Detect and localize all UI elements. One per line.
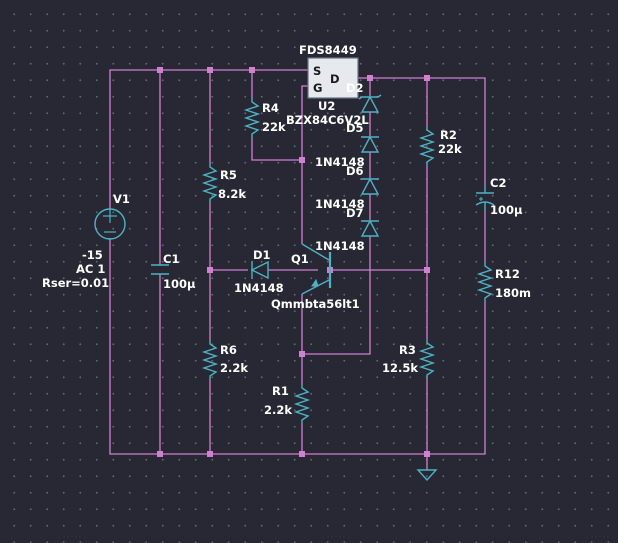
d5-name-label: D5 <box>346 121 364 135</box>
v1-name-label: V1 <box>113 192 130 206</box>
u2-pin-g: G <box>313 81 322 95</box>
u2-pin-d: D <box>330 72 340 86</box>
r1-resistor[interactable] <box>293 384 311 424</box>
q1-name-label: Q1 <box>291 252 309 266</box>
u2-pin-s: S <box>313 64 321 78</box>
u2-part-label: FDS8449 <box>299 43 357 57</box>
d7-diode[interactable] <box>360 219 380 237</box>
d6-diode[interactable] <box>360 177 380 195</box>
c2-value-label: 100µ <box>490 203 523 217</box>
r4-name-label: R4 <box>262 101 279 115</box>
d1-diode[interactable] <box>250 260 269 280</box>
v1-rser-label: Rser=0.01 <box>42 276 109 290</box>
d5-diode[interactable] <box>360 135 380 153</box>
d7-name-label: D7 <box>346 206 364 220</box>
ground-symbol <box>416 469 438 482</box>
r6-resistor[interactable] <box>201 340 219 380</box>
u2-mosfet[interactable]: S G D <box>307 57 359 99</box>
c1-value-label: 100µ <box>163 277 196 291</box>
d2-zener-diode[interactable] <box>358 94 382 113</box>
r5-value-label: 8.2k <box>218 187 246 201</box>
d6-name-label: D6 <box>346 164 364 178</box>
v1-voltage-source[interactable] <box>94 208 126 240</box>
r12-name-label: R12 <box>495 267 520 281</box>
r2-name-label: R2 <box>440 128 457 142</box>
v1-value-label: -15 <box>82 248 103 262</box>
r5-name-label: R5 <box>220 168 237 182</box>
d6-part-label: 1N4148 <box>315 197 365 211</box>
r2-value-label: 22k <box>438 142 462 156</box>
q1-part-label: Qmmbta56lt1 <box>271 297 360 311</box>
d2-name-label: D2 <box>346 81 364 95</box>
r1-name-label: R1 <box>272 384 289 398</box>
c1-capacitor[interactable] <box>151 264 169 275</box>
c2-name-label: C2 <box>490 176 506 190</box>
r12-resistor[interactable] <box>476 262 494 302</box>
d2-part-label: BZX84C6V2L <box>286 113 369 127</box>
d7-part-label: 1N4148 <box>315 239 365 253</box>
d5-part-label: 1N4148 <box>315 155 365 169</box>
r6-value-label: 2.2k <box>220 361 248 375</box>
r3-name-label: R3 <box>399 343 416 357</box>
c1-name-label: C1 <box>163 252 179 266</box>
d1-part-label: 1N4148 <box>234 281 284 295</box>
r4-value-label: 22k <box>262 120 286 134</box>
wires <box>109 69 486 470</box>
r12-value-label: 180m <box>495 286 531 300</box>
r4-resistor[interactable] <box>243 98 261 138</box>
r5-resistor[interactable] <box>201 163 219 203</box>
r3-value-label: 12.5k <box>382 361 418 375</box>
d1-name-label: D1 <box>253 248 271 262</box>
u2-name-label: U2 <box>318 99 335 113</box>
c2-capacitor[interactable] <box>475 185 495 211</box>
labels: FDS8449 U2 D2 BZX84C6V2L D5 1N4148 D6 1N… <box>42 43 531 417</box>
r3-resistor[interactable] <box>418 339 436 379</box>
r6-name-label: R6 <box>220 343 237 357</box>
v1-ac-label: AC 1 <box>76 262 105 276</box>
r2-resistor[interactable] <box>418 126 436 166</box>
r1-value-label: 2.2k <box>264 403 292 417</box>
q1-transistor[interactable] <box>301 243 332 295</box>
